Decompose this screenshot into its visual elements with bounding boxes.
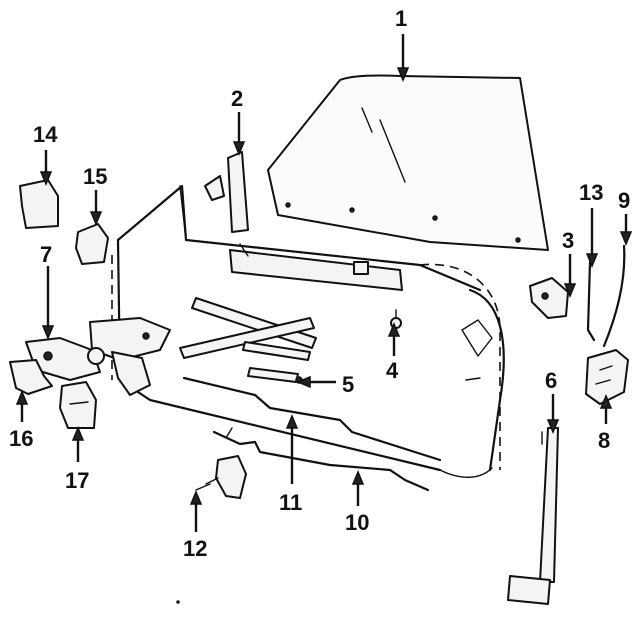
latch-rod	[602, 244, 626, 348]
callout-9: 9	[618, 188, 630, 213]
callout-12: 12	[183, 536, 207, 561]
lock-rod-clip	[586, 260, 596, 342]
lock-rod	[212, 427, 430, 492]
bumper-pad	[75, 223, 109, 265]
guide-cam	[247, 367, 303, 384]
callout-13: 13	[579, 180, 603, 205]
callout-11: 11	[279, 490, 302, 515]
door-latch	[585, 349, 629, 405]
callout-17: 17	[65, 468, 89, 493]
guide-bolt	[390, 309, 402, 329]
window-regulator	[25, 317, 171, 396]
callout-16: 16	[9, 426, 33, 451]
callout-4: 4	[386, 358, 399, 383]
mount-bracket	[19, 179, 59, 229]
callout-10: 10	[345, 510, 369, 535]
vent-channel	[204, 151, 249, 233]
callout-1: 1	[395, 6, 407, 31]
inside-handle-rod	[182, 376, 442, 462]
callout-6: 6	[545, 368, 557, 393]
callout-15: 15	[83, 164, 107, 189]
lock-bracket	[529, 277, 569, 319]
callout-2: 2	[231, 86, 243, 111]
door-check	[507, 427, 559, 605]
callout-3: 3	[562, 228, 574, 253]
regulator-arms	[179, 297, 317, 361]
window-motor	[59, 381, 97, 429]
callout-8: 8	[598, 428, 610, 453]
motor-bracket	[9, 359, 53, 395]
speck-mark	[176, 600, 180, 604]
inside-handle	[195, 455, 247, 499]
callout-14: 14	[33, 122, 58, 147]
callout-leaders	[15, 34, 633, 532]
glass-channel-rail	[229, 243, 403, 291]
callout-5: 5	[342, 372, 354, 397]
callout-7: 7	[40, 242, 52, 267]
door-shell	[111, 184, 505, 478]
window-glass	[267, 74, 549, 251]
callout-labels: 1 2 3 4 5 6 7 8 9 10 11 12 13 14 15 16 1…	[9, 6, 630, 561]
